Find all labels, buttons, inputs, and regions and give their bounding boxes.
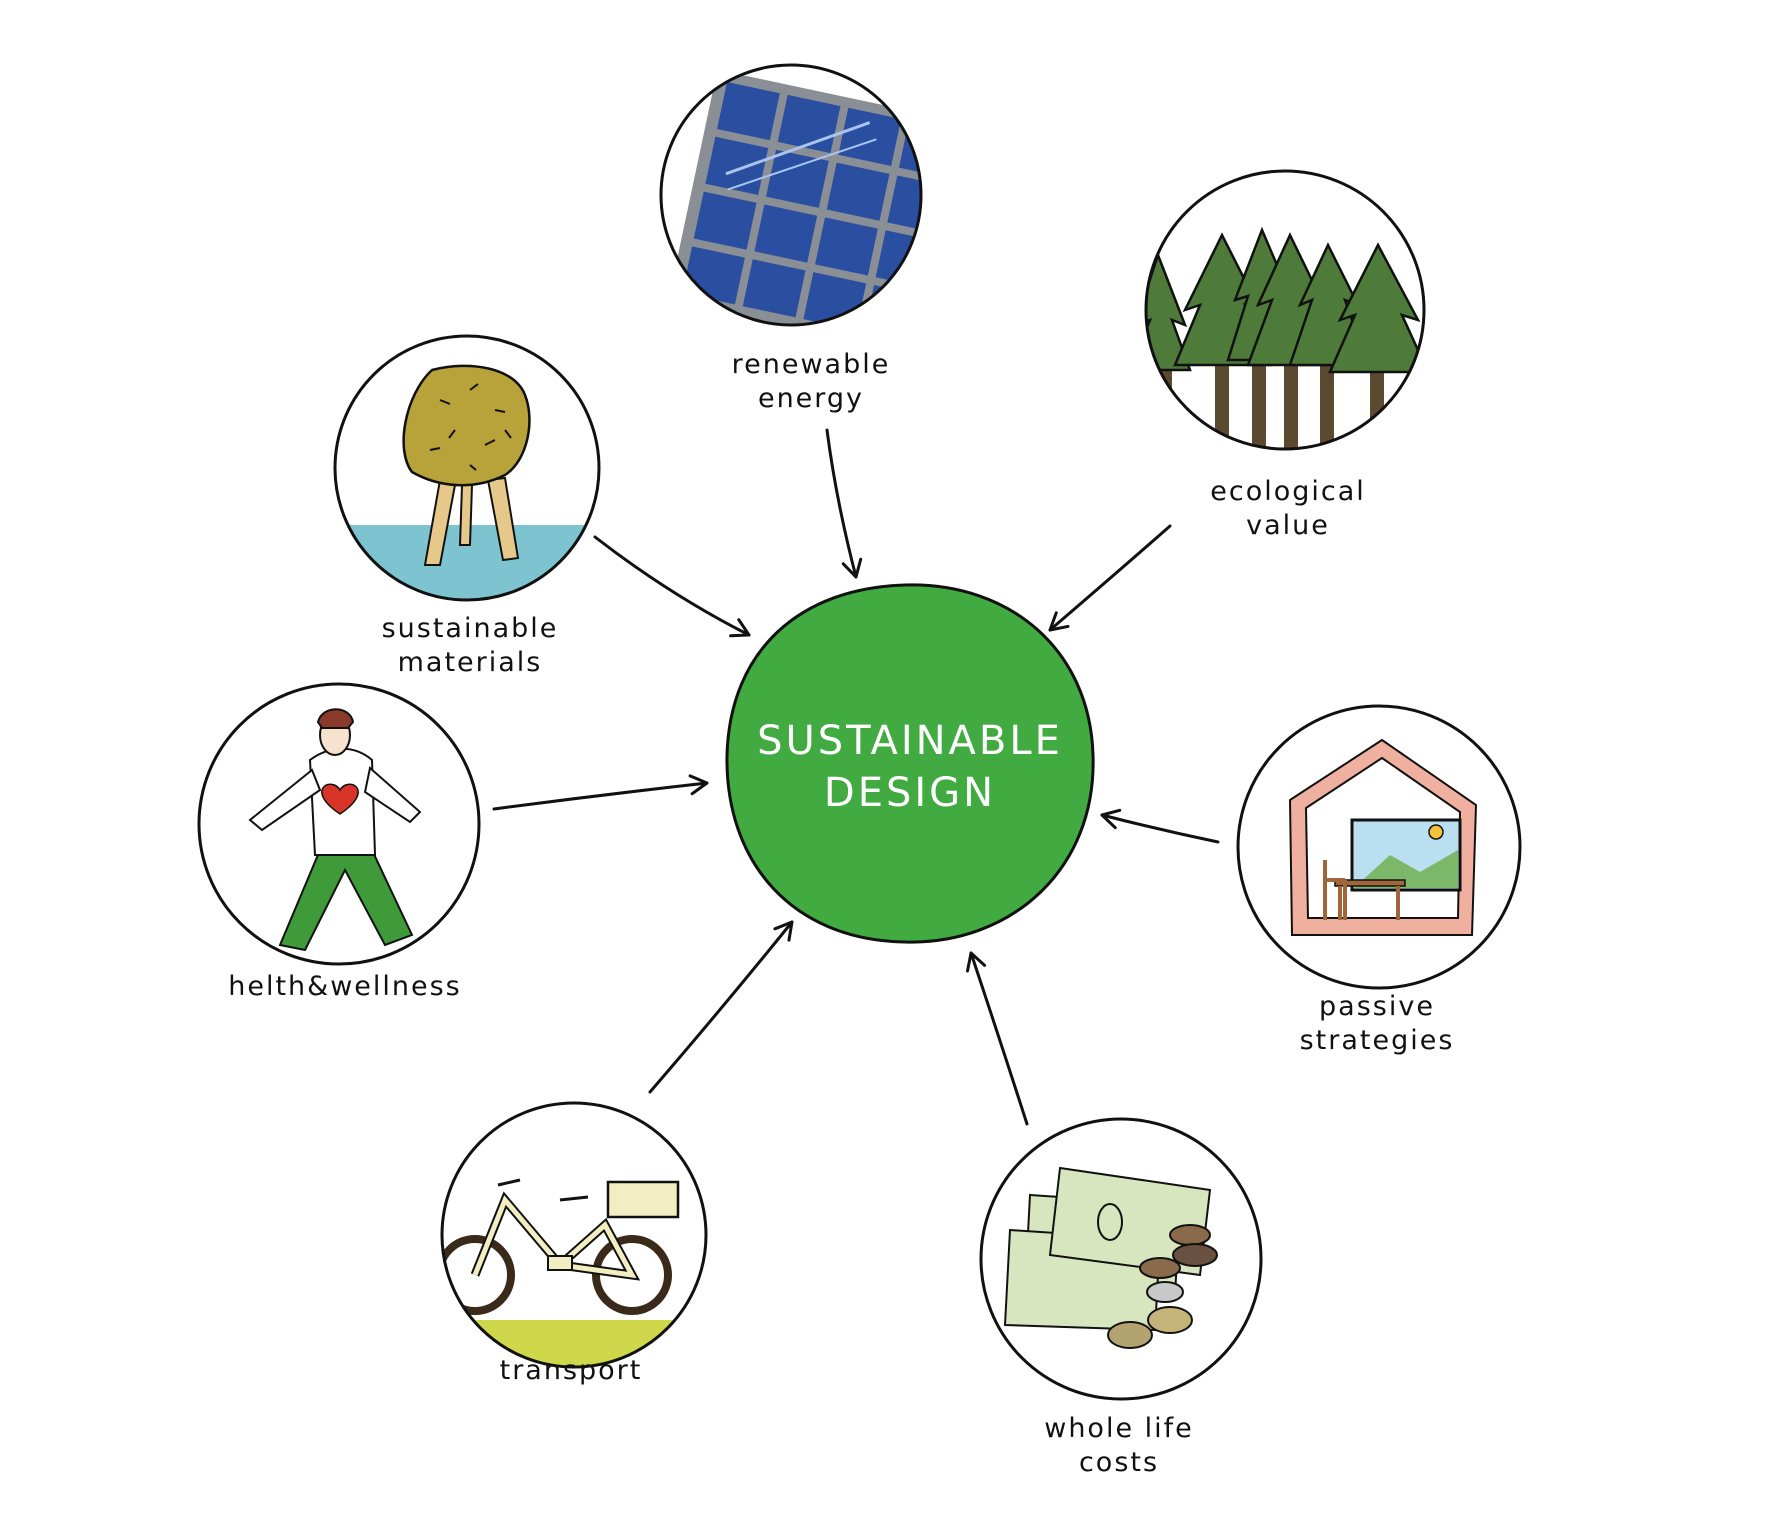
- arrow-renewable-energy: [825, 428, 863, 579]
- bicycle-icon: [440, 1101, 708, 1369]
- center-label: SUSTAINABLE DESIGN: [710, 715, 1110, 819]
- forest-icon: [1144, 169, 1426, 451]
- label-ecological-value: ecological value: [1108, 475, 1468, 543]
- label-sustainable-materials-line1: sustainable: [381, 613, 559, 644]
- center-node: [725, 583, 1095, 944]
- arrow-health-wellness: [492, 774, 709, 811]
- chair-icon: [333, 334, 601, 602]
- arrow-whole-life-costs: [966, 951, 1029, 1126]
- label-ecological-value-line2: value: [1246, 510, 1330, 541]
- center-circle: [725, 583, 1095, 944]
- arrow-passive-strategies: [1100, 808, 1220, 844]
- label-sustainable-materials: sustainable materials: [290, 612, 650, 680]
- center-label-line2: DESIGN: [823, 770, 997, 816]
- label-renewable-energy-line1: renewable: [731, 349, 891, 380]
- label-passive-strategies: passive strategies: [1197, 990, 1557, 1058]
- label-passive-strategies-line1: passive: [1319, 991, 1435, 1022]
- label-transport: transport: [391, 1354, 751, 1388]
- label-whole-life-costs: whole life costs: [939, 1412, 1299, 1480]
- label-passive-strategies-line2: strategies: [1299, 1025, 1455, 1056]
- label-whole-life-costs-line1: whole life: [1044, 1413, 1194, 1444]
- label-health-wellness-line1: helth&wellness: [228, 971, 462, 1002]
- arrow-sustainable-materials: [593, 535, 751, 638]
- center-label-line1: SUSTAINABLE: [757, 718, 1063, 764]
- arrow-transport: [648, 920, 794, 1094]
- label-transport-line1: transport: [499, 1355, 643, 1386]
- label-health-wellness: helth&wellness: [165, 970, 525, 1004]
- label-whole-life-costs-line2: costs: [1078, 1447, 1160, 1478]
- arrow-ecological-value: [1048, 524, 1172, 632]
- label-renewable-energy: renewable energy: [631, 348, 991, 416]
- arrows: [492, 428, 1220, 1126]
- label-renewable-energy-line2: energy: [757, 383, 865, 414]
- money-coins-icon: [979, 1117, 1263, 1401]
- person-heart-icon: [197, 682, 481, 966]
- label-sustainable-materials-line2: materials: [397, 647, 543, 678]
- label-ecological-value-line1: ecological: [1210, 476, 1366, 507]
- house-window-icon: [1236, 704, 1522, 990]
